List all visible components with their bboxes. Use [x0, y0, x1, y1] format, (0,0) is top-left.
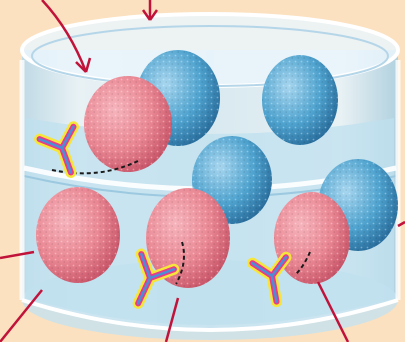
blue-cell-upper: [262, 55, 338, 145]
red-cell-lower: [36, 187, 120, 283]
